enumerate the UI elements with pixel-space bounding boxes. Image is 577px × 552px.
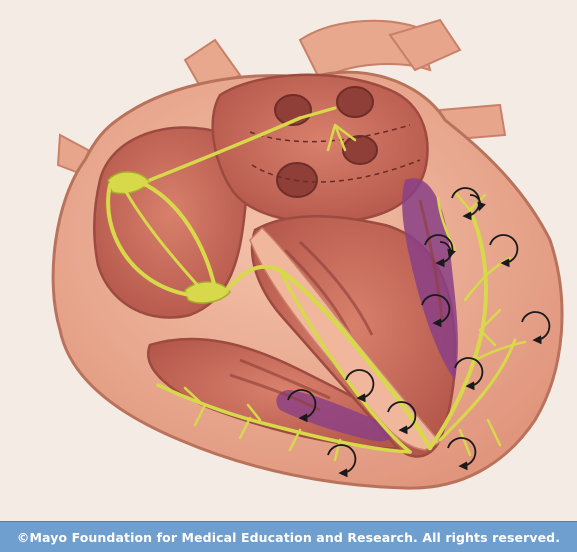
copyright-bar: ©Mayo Foundation for Medical Education a… bbox=[0, 521, 577, 552]
heart-illustration bbox=[0, 0, 577, 521]
heart-svg bbox=[0, 0, 577, 521]
copyright-text: ©Mayo Foundation for Medical Education a… bbox=[17, 530, 560, 545]
upper-atrium bbox=[213, 75, 428, 222]
